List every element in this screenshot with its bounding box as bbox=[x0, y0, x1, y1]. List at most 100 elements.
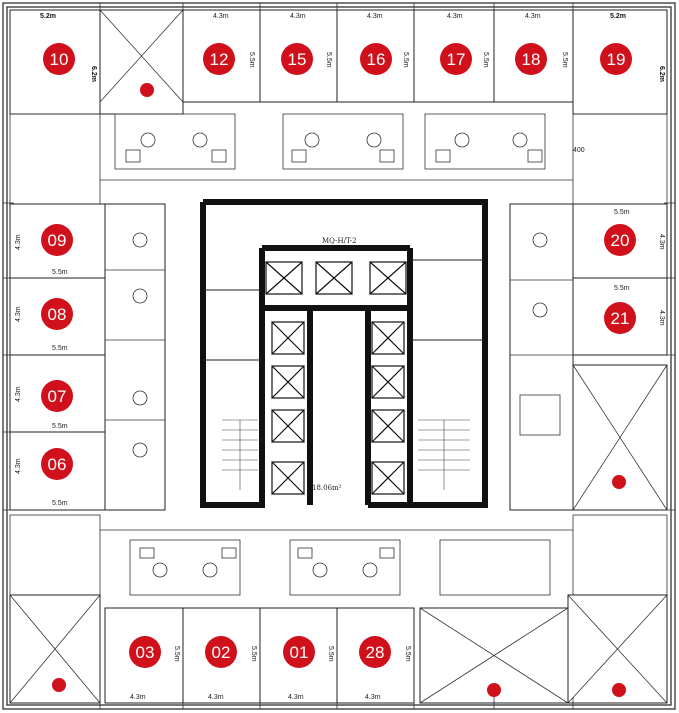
dim-bottom-09: 5.5m bbox=[52, 269, 68, 276]
dim-top-18: 4.3m bbox=[525, 13, 541, 20]
unit-number: 18 bbox=[522, 50, 541, 69]
unit-number: 07 bbox=[48, 387, 67, 406]
badge-circle bbox=[604, 224, 636, 256]
core-walls bbox=[200, 199, 488, 508]
bottom-shafts bbox=[9, 594, 668, 704]
badge-circle bbox=[129, 636, 161, 668]
dim-side-08: 4.3m bbox=[15, 306, 22, 322]
right-bathroom-fixtures bbox=[510, 232, 573, 436]
unit-number: 06 bbox=[48, 455, 67, 474]
unit-badge-12[interactable]: 12 bbox=[203, 43, 235, 75]
dim-side-19: 6.2m bbox=[658, 66, 665, 82]
unit-badge-07[interactable]: 07 bbox=[41, 380, 73, 412]
window-mullions bbox=[3, 3, 675, 709]
shaft-markers bbox=[52, 83, 626, 697]
unit-badge-09[interactable]: 09 bbox=[41, 224, 73, 256]
dim-side-12: 5.5m bbox=[248, 52, 255, 68]
unit-number: 15 bbox=[288, 50, 307, 69]
unit-badge-01[interactable]: 01 bbox=[283, 636, 315, 668]
unit-number: 09 bbox=[48, 231, 67, 250]
dim-top-19: 5.2m bbox=[610, 13, 626, 20]
dim-side-03: 5.5m bbox=[173, 646, 180, 662]
shaft-marker-dot bbox=[487, 683, 501, 697]
dim-side-28: 5.5m bbox=[404, 646, 411, 662]
unit-badge-16[interactable]: 16 bbox=[360, 43, 392, 75]
shaft-marker-dot bbox=[52, 678, 66, 692]
shaft-marker-dot bbox=[140, 83, 154, 97]
dim-side-06: 4.3m bbox=[15, 458, 22, 474]
unit-number: 01 bbox=[290, 643, 309, 662]
badge-circle bbox=[281, 43, 313, 75]
unit-number: 02 bbox=[212, 643, 231, 662]
dim-side-10: 6.2m bbox=[90, 66, 97, 82]
dim-bottom-01: 4.3m bbox=[288, 694, 304, 701]
dim-side-17: 5.5m bbox=[482, 52, 489, 68]
dim-bottom-03: 4.3m bbox=[130, 694, 146, 701]
unit-number: 16 bbox=[367, 50, 386, 69]
badge-circle bbox=[359, 636, 391, 668]
dim-top-17: 4.3m bbox=[447, 13, 463, 20]
unit-badge-17[interactable]: 17 bbox=[440, 43, 472, 75]
dim-side-01: 5.5m bbox=[327, 646, 334, 662]
unit-number: 08 bbox=[48, 305, 67, 324]
dim-top-16: 4.3m bbox=[367, 13, 383, 20]
dim-side-16: 5.5m bbox=[402, 52, 409, 68]
unit-badge-03[interactable]: 03 bbox=[129, 636, 161, 668]
unit-badge-19[interactable]: 19 bbox=[600, 43, 632, 75]
dim-bottom-28: 4.3m bbox=[365, 694, 381, 701]
badge-circle bbox=[41, 298, 73, 330]
top-bathroom-fixtures bbox=[125, 132, 543, 163]
dim-top-12: 4.3m bbox=[213, 13, 229, 20]
unit-badge-08[interactable]: 08 bbox=[41, 298, 73, 330]
badge-circle bbox=[41, 448, 73, 480]
badge-circle bbox=[205, 636, 237, 668]
badge-circle bbox=[600, 43, 632, 75]
unit-badge-28[interactable]: 28 bbox=[359, 636, 391, 668]
dim-bottom-07: 5.5m bbox=[52, 423, 68, 430]
top-bathroom-row bbox=[9, 113, 668, 205]
unit-number: 03 bbox=[136, 643, 155, 662]
unit-number: 20 bbox=[611, 231, 630, 250]
left-room-column bbox=[9, 203, 166, 511]
unit-number: 12 bbox=[210, 50, 229, 69]
unit-number: 19 bbox=[607, 50, 626, 69]
stair-left bbox=[222, 419, 258, 490]
unit-badges: 10 12 15 16 17 18 19 09 bbox=[41, 43, 636, 668]
dim-side-09: 4.3m bbox=[15, 234, 22, 250]
unit-number: 21 bbox=[611, 309, 630, 328]
dim-side-02: 5.5m bbox=[250, 646, 257, 662]
dim-top-21: 5.5m bbox=[614, 285, 630, 292]
bottom-bathroom-fixtures bbox=[139, 547, 395, 578]
dim-top-15: 4.3m bbox=[290, 13, 306, 20]
unit-badge-20[interactable]: 20 bbox=[604, 224, 636, 256]
elevators bbox=[265, 261, 407, 495]
top-shaft bbox=[99, 9, 184, 103]
unit-badge-21[interactable]: 21 bbox=[604, 302, 636, 334]
right-room-column bbox=[509, 203, 668, 511]
stair-right bbox=[418, 419, 470, 490]
badge-circle bbox=[440, 43, 472, 75]
riser-label: MQ-H/T-2 bbox=[322, 237, 357, 245]
dim-side-07: 4.3m bbox=[15, 386, 22, 402]
badge-circle bbox=[41, 224, 73, 256]
dim-top-20: 5.5m bbox=[614, 209, 630, 216]
core-area-label: 18.06m² bbox=[312, 484, 342, 492]
unit-number: 10 bbox=[50, 50, 69, 69]
unit-badge-18[interactable]: 18 bbox=[515, 43, 547, 75]
unit-badge-10[interactable]: 10 bbox=[43, 43, 75, 75]
unit-number: 17 bbox=[447, 50, 466, 69]
unit-badge-02[interactable]: 02 bbox=[205, 636, 237, 668]
unit-badge-15[interactable]: 15 bbox=[281, 43, 313, 75]
bottom-room-row bbox=[9, 594, 668, 704]
badge-circle bbox=[41, 380, 73, 412]
left-bathroom-fixtures bbox=[105, 232, 165, 458]
dim-bottom-06: 5.5m bbox=[52, 500, 68, 507]
dim-side-15: 5.5m bbox=[325, 52, 332, 68]
unit-badge-06[interactable]: 06 bbox=[41, 448, 73, 480]
dim-side-18: 5.5m bbox=[561, 52, 568, 68]
unit-number: 28 bbox=[366, 643, 385, 662]
right-shaft bbox=[572, 364, 668, 511]
badge-circle bbox=[283, 636, 315, 668]
